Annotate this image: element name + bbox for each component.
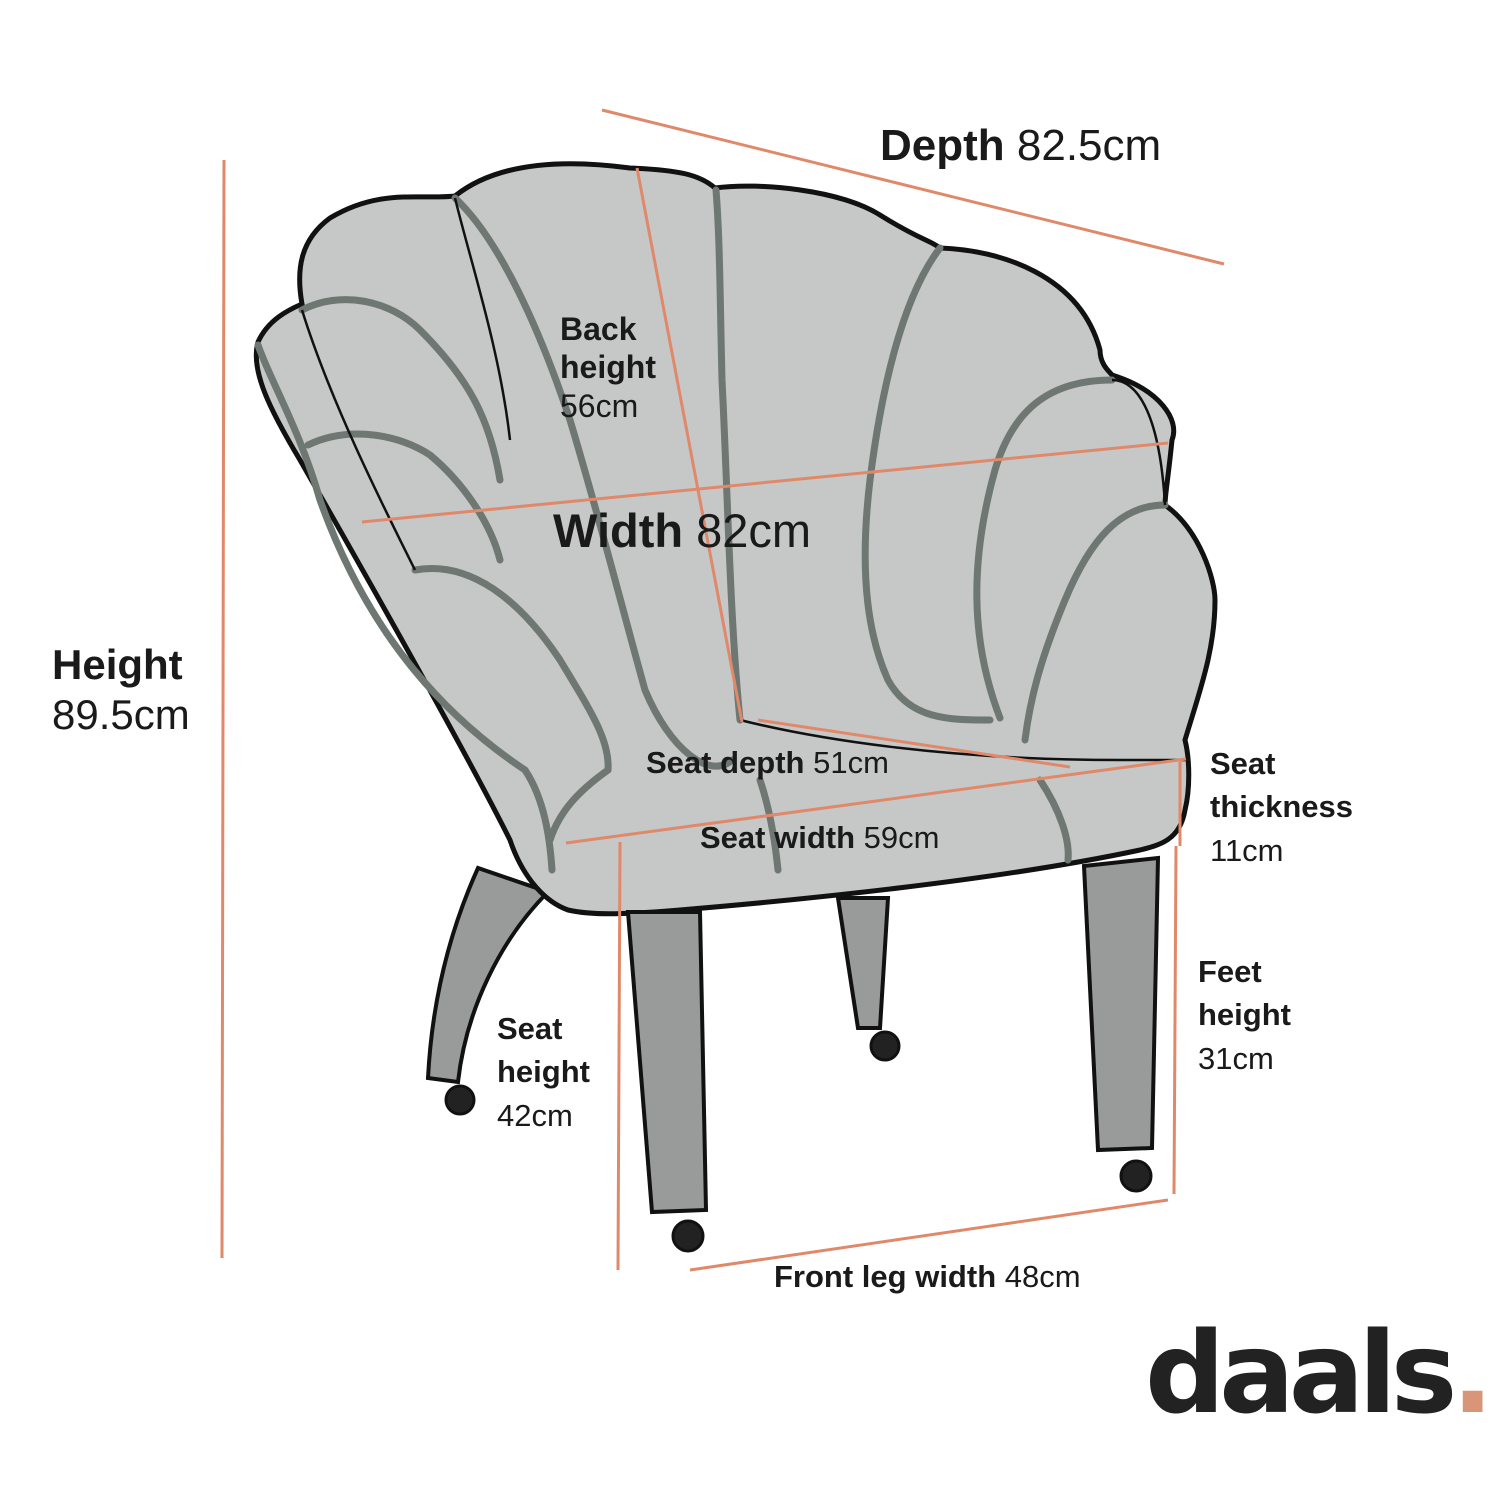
height-dimension-line xyxy=(220,159,226,1259)
piping-seams xyxy=(254,186,1169,874)
width-dimension-line xyxy=(361,441,1169,524)
depth-label: Depth 82.5cm xyxy=(880,121,1162,170)
feet-height-dimension-line xyxy=(1172,845,1178,1195)
feet-height-label: Feet height 31cm xyxy=(1198,954,1291,1076)
front-leg-width-dimension-line xyxy=(689,1198,1169,1272)
front-right-leg xyxy=(1081,855,1161,1153)
seat-width-label: Seat width 59cm xyxy=(700,820,940,855)
rear-right-caster xyxy=(869,1030,901,1062)
seat-height-dimension-line xyxy=(616,841,622,1271)
depth-dimension-line xyxy=(601,108,1225,266)
daals-logo: daals. xyxy=(1145,1309,1494,1439)
rear-right-leg xyxy=(835,896,891,1030)
front-right-caster xyxy=(1119,1159,1153,1193)
height-label: Height 89.5cm xyxy=(52,641,190,739)
seat-width-dimension-line xyxy=(565,757,1187,845)
front-leg-width-label: Front leg width 48cm xyxy=(774,1259,1081,1294)
seat-thickness-label: Seat thickness 11cm xyxy=(1210,746,1354,868)
front-left-caster xyxy=(671,1219,705,1253)
rear-left-leg xyxy=(425,865,552,1085)
back-height-label: Back height 56cm xyxy=(560,311,656,424)
width-label: Width 82cm xyxy=(553,504,812,557)
front-left-leg xyxy=(625,910,709,1215)
seat-height-label: Seat height 42cm xyxy=(497,1011,590,1133)
back-height-dimension-line xyxy=(635,167,744,723)
rear-left-caster xyxy=(444,1084,476,1116)
seat-depth-label: Seat depth 51cm xyxy=(646,745,889,780)
seat-depth-dimension-line xyxy=(757,718,1071,769)
